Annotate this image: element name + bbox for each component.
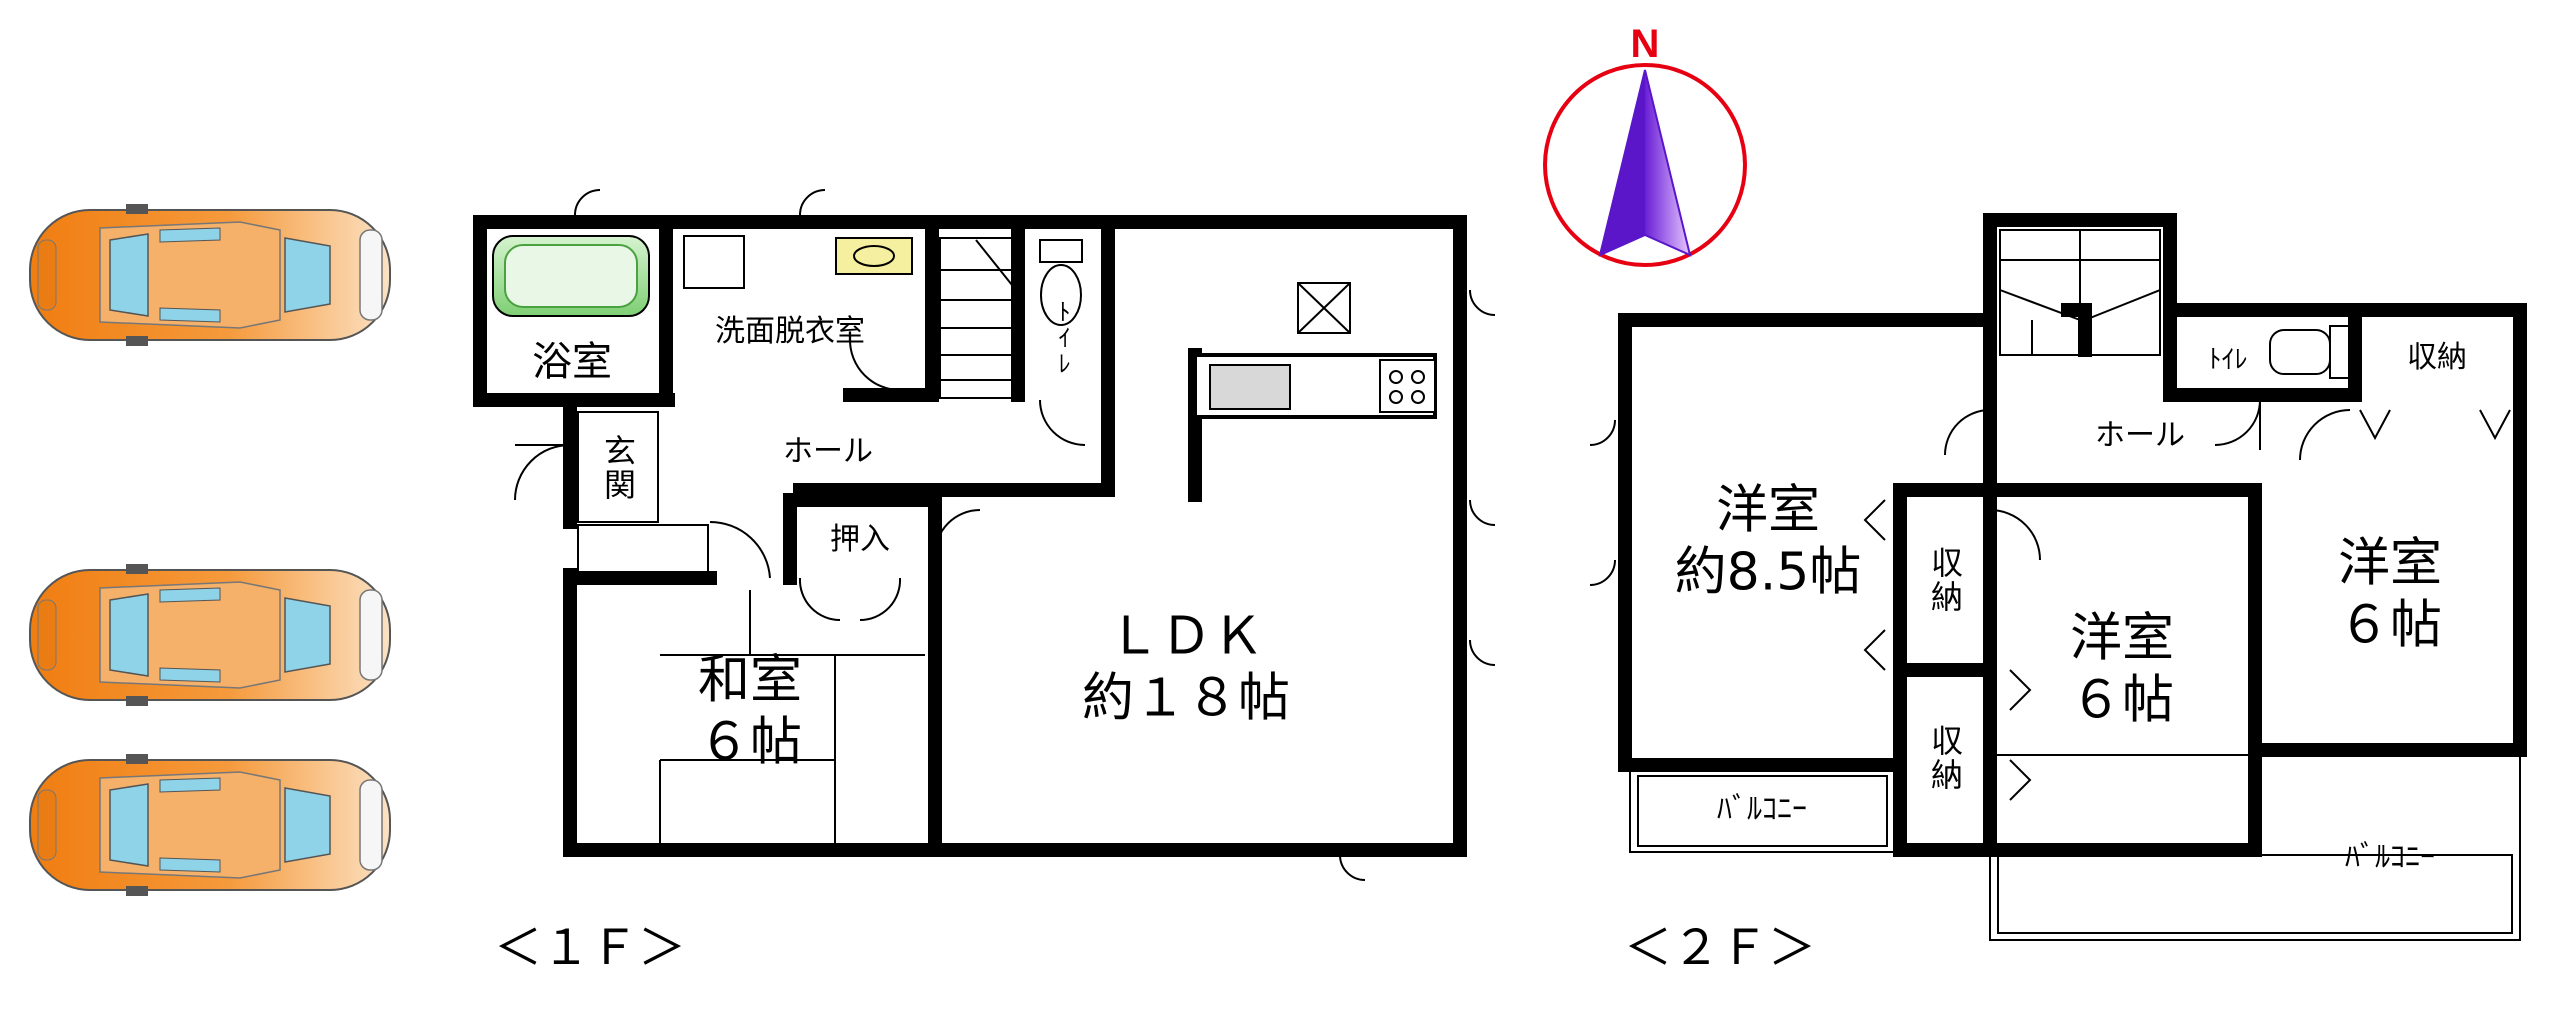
western-a-name: 洋室 [1715,480,1821,541]
room-label-washitsu: 和室 ６帖 [698,650,802,775]
parking-area [29,203,391,897]
car-icon [29,753,391,897]
compass-north-label: N [1630,22,1660,66]
car-icon [29,203,391,347]
room-label-toilet-2f: ﾄｲﾚ [2208,345,2248,375]
washitsu-size: ６帖 [697,713,803,773]
ldk-size: 約１８帖 [1081,669,1291,729]
room-label-storage-top: 収納 [2407,340,2467,375]
floor2-plan [1589,213,2527,941]
western-c-name: 洋室 [2337,533,2443,594]
room-label-hall-2f: ホール [2095,418,2185,453]
room-label-balcony-right: ﾊﾞﾙｺﾆｰ [2345,840,2435,875]
room-label-storage-a: 収納 [1926,546,1964,614]
western-c-size: ６帖 [2337,596,2443,656]
room-label-hall-1f: ホール [783,434,873,469]
room-label-storage-b: 収納 [1926,724,1964,792]
room-label-closet: 押入 [830,522,890,557]
floor1-plan [473,189,1496,881]
room-label-western-c: 洋室 ６帖 [2338,533,2442,658]
floor1-caption: ＜１Ｆ＞ [493,920,687,976]
room-label-entrance: 玄関 [599,434,637,502]
car-icon [29,563,391,707]
room-label-bath: 浴室 [532,339,612,385]
room-label-western-b: 洋室 ６帖 [2070,608,2174,733]
western-a-size: 約8.5帖 [1674,543,1862,603]
washitsu-name: 和室 [697,650,803,711]
western-b-name: 洋室 [2069,608,2175,669]
room-label-washroom: 洗面脱衣室 [715,314,865,349]
ldk-name: ＬＤＫ [1107,606,1265,667]
western-b-size: ６帖 [2069,671,2175,731]
room-label-western-a: 洋室 約8.5帖 [1675,480,1862,605]
room-label-toilet-1f: ﾄｲﾚ [1048,299,1076,377]
floor2-caption: ＜２Ｆ＞ [1623,920,1817,976]
room-label-ldk: ＬＤＫ 約１８帖 [1082,606,1290,731]
room-label-balcony-left: ﾊﾞﾙｺﾆｰ [1717,792,1807,827]
north-compass-icon [1543,63,1747,267]
